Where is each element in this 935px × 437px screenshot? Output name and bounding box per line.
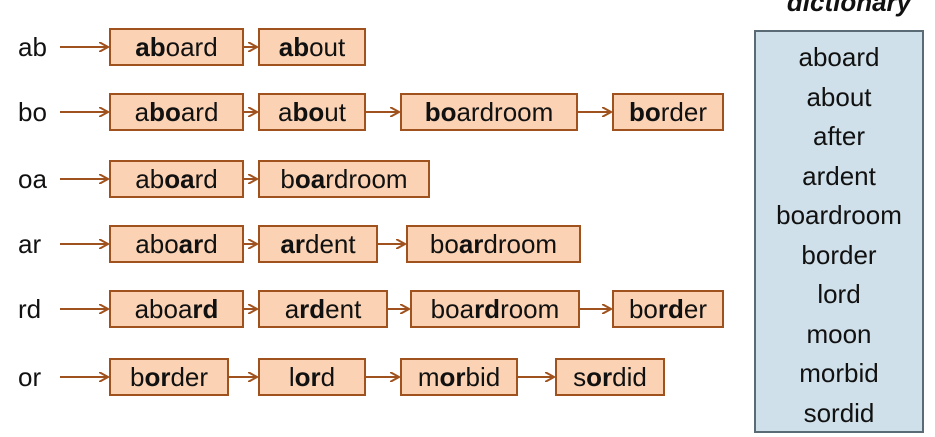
word-prefix: bo [429, 229, 459, 259]
matched-bigram: bo [149, 97, 181, 127]
word-suffix: er [683, 294, 708, 324]
dictionary-word: moon [806, 318, 872, 349]
word-box: border [612, 290, 724, 328]
word-box: ardent [258, 290, 388, 328]
word-box: border [109, 358, 229, 396]
matched-bigram: rd [474, 294, 501, 324]
word-prefix: b [280, 164, 295, 194]
word-suffix: bid [465, 362, 501, 392]
word-box: boardroom [400, 93, 578, 131]
matched-bigram: bo [628, 97, 661, 127]
word-box: border [612, 93, 724, 131]
word-suffix: ard [180, 97, 219, 127]
word-box: about [258, 28, 366, 66]
matched-bigram: or [586, 362, 613, 392]
word-box: ardent [258, 225, 378, 263]
word-prefix: bo [628, 294, 658, 324]
dictionary-word: sordid [803, 397, 875, 428]
dictionary-word: ardent [802, 160, 876, 191]
word-suffix: droom [483, 229, 558, 259]
matched-bigram: ar [178, 229, 204, 259]
word-suffix: dent [304, 229, 356, 259]
word-suffix: rder [660, 97, 707, 127]
word-suffix: room [500, 294, 560, 324]
word-prefix: a [278, 97, 293, 127]
word-box: aboard [109, 93, 244, 131]
word-prefix: a [284, 294, 300, 324]
word-prefix: boa [430, 294, 475, 324]
word-suffix: did [612, 362, 647, 392]
dictionary-word: about [806, 81, 872, 112]
word-suffix: rd [194, 164, 218, 194]
word-box: boardroom [258, 160, 430, 198]
word-suffix: out [309, 32, 346, 62]
word-box: sordid [555, 358, 665, 396]
matched-bigram: ab [278, 32, 310, 62]
word-box: aboard [109, 290, 244, 328]
bigram-label: rd [18, 294, 42, 324]
matched-bigram: or [144, 362, 171, 392]
word-suffix: der [170, 362, 209, 392]
dictionary-box: aboard about after ardent boardroom border lor… [754, 30, 924, 433]
matched-bigram: ar [280, 229, 305, 259]
word-prefix: b [129, 362, 145, 392]
matched-bigram: bo [424, 97, 457, 127]
bigram-label: ar [18, 229, 42, 259]
word-prefix: aboa [134, 294, 193, 324]
dictionary-word: border [801, 239, 877, 270]
word-prefix: s [573, 362, 587, 392]
dictionary-word: after [812, 121, 866, 151]
bigram-label: or [18, 362, 42, 392]
dictionary-word: aboard [798, 42, 880, 72]
word-suffix: rdroom [325, 164, 408, 194]
word-prefix: a [134, 97, 150, 127]
word-box: lord [258, 358, 366, 396]
matched-bigram: or [294, 362, 321, 392]
word-prefix: abo [135, 229, 179, 259]
matched-bigram: oa [164, 164, 195, 194]
bigram-label: bo [18, 97, 47, 127]
word-suffix: oard [165, 32, 218, 62]
word-box: about [258, 93, 366, 131]
bigram-label: ab [18, 32, 47, 62]
word-box: boardroom [410, 290, 580, 328]
dictionary-word: boardroom [776, 200, 902, 230]
word-suffix: d [203, 229, 218, 259]
word-suffix: d [320, 362, 336, 392]
word-prefix: ab [135, 164, 165, 194]
matched-bigram: rd [192, 294, 219, 324]
matched-bigram: rd [299, 294, 326, 324]
word-box: morbid [400, 358, 518, 396]
matched-bigram: oa [294, 164, 326, 194]
word-suffix: ardroom [456, 97, 554, 127]
word-box: aboard [109, 160, 244, 198]
matched-bigram: or [439, 362, 466, 392]
word-box: aboard [109, 225, 244, 263]
matched-bigram: rd [657, 294, 684, 324]
dictionary-word: morbid [799, 358, 879, 388]
word-prefix: l [288, 362, 295, 392]
word-box: boardroom [406, 225, 581, 263]
word-box: aboard [109, 28, 244, 66]
bigram-label: oa [18, 164, 47, 194]
word-suffix: ent [325, 294, 362, 324]
matched-bigram: bo [292, 97, 325, 127]
dictionary-word: lord [817, 279, 861, 309]
word-prefix: m [417, 362, 440, 392]
matched-bigram: ab [135, 32, 166, 62]
dictionary-title: dictionary [786, 0, 912, 17]
word-suffix: ut [324, 97, 346, 127]
matched-bigram: ar [458, 229, 484, 259]
